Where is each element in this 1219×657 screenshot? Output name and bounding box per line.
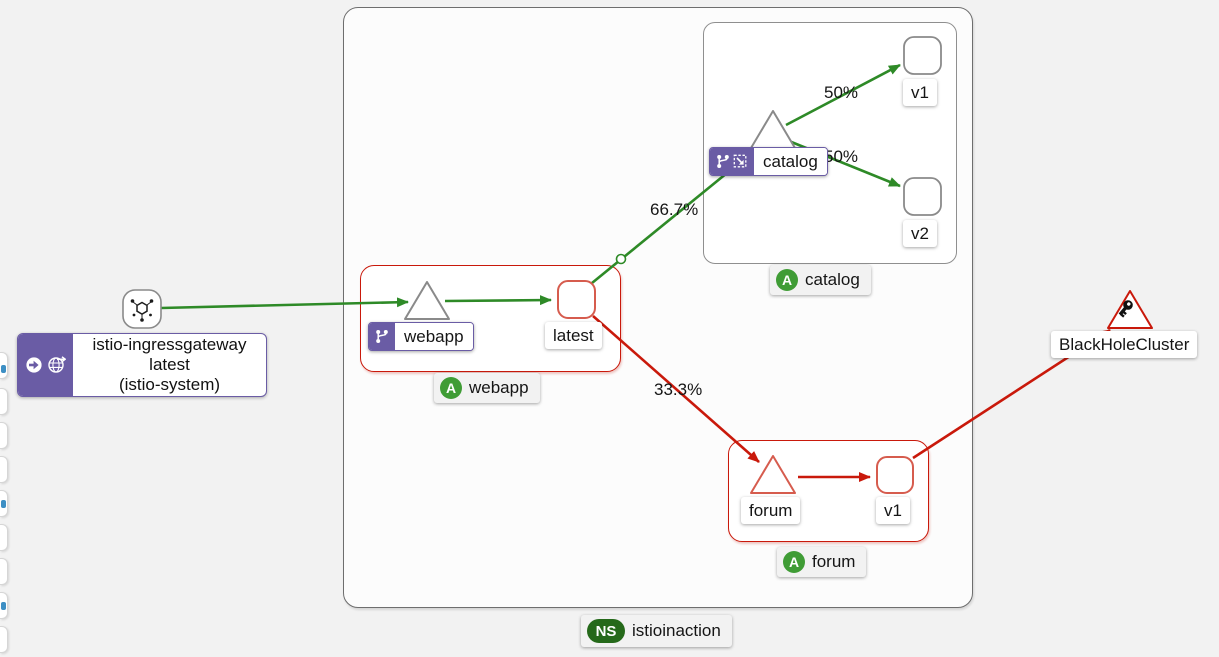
node-istio-ingressgateway[interactable]	[122, 289, 162, 329]
toolbar-button-partial[interactable]	[0, 388, 8, 415]
namespace-label[interactable]: NS istioinaction	[581, 615, 732, 647]
group-label-text: catalog	[805, 270, 860, 289]
toolbar-button-partial[interactable]	[0, 558, 8, 585]
node-label-catalog-v2[interactable]: v2	[903, 220, 937, 248]
node-label-forum-v1[interactable]: v1	[876, 497, 910, 525]
gateway-name: istio-ingressgateway	[92, 335, 247, 354]
webapp-badge-section	[369, 323, 395, 351]
group-label-text: webapp	[469, 378, 529, 397]
gateway-namespace: (istio-system)	[118, 375, 221, 394]
edge-webapp-to-latest[interactable]	[444, 295, 552, 306]
edge-latest-to-forum[interactable]	[592, 315, 760, 463]
gateway-globe-icon	[48, 356, 66, 373]
mesh-node-icon	[130, 299, 154, 322]
application-badge: A	[783, 551, 805, 573]
toolbar-button-partial[interactable]	[0, 422, 8, 449]
toolbar-button-partial[interactable]	[0, 524, 8, 551]
node-label-blackholecluster[interactable]: BlackHoleCluster	[1051, 331, 1198, 359]
edge-catalog-to-v1[interactable]	[785, 63, 901, 127]
application-badge: A	[776, 269, 798, 291]
node-webapp-triangle[interactable]	[404, 281, 450, 320]
namespace-badge: NS	[587, 619, 625, 643]
node-label-webapp[interactable]: webapp	[368, 322, 474, 352]
gateway-label-text: istio-ingressgateway latest (istio-syste…	[73, 334, 266, 396]
edge-waypoint-dot	[615, 253, 627, 265]
edge-catalog-to-v2[interactable]	[783, 137, 901, 188]
group-label-catalog[interactable]: A catalog	[770, 265, 871, 295]
toolbar-button-partial[interactable]	[0, 626, 8, 653]
node-blackholecluster-triangle[interactable]	[1107, 290, 1153, 329]
gateway-badges	[18, 334, 73, 396]
node-label-catalog-v1[interactable]: v1	[903, 79, 937, 107]
group-label-webapp[interactable]: A webapp	[434, 373, 540, 403]
toolbar-button-partial[interactable]	[0, 490, 8, 517]
key-icon	[1118, 300, 1133, 318]
root-arrow-icon	[26, 357, 42, 373]
node-label-forum[interactable]: forum	[741, 497, 801, 525]
edge-label-50-v2: 50%	[824, 147, 859, 166]
node-latest-square[interactable]	[557, 280, 596, 319]
catalog-badge-section	[710, 148, 754, 176]
toolbar-button-partial[interactable]	[0, 456, 8, 483]
node-label-catalog[interactable]: catalog	[709, 147, 828, 177]
toolbar-button-partial[interactable]	[0, 592, 8, 619]
node-catalog-v2-square[interactable]	[903, 177, 942, 216]
edge-gateway-to-webapp[interactable]	[160, 297, 409, 310]
node-label-text: catalog	[754, 148, 827, 176]
group-label-text: forum	[812, 552, 856, 571]
virtual-service-icon	[376, 330, 388, 344]
group-label-forum[interactable]: A forum	[777, 547, 867, 577]
application-badge: A	[440, 377, 462, 399]
node-label-text: webapp	[395, 323, 473, 351]
node-catalog-v1-square[interactable]	[903, 36, 942, 75]
virtual-service-icon	[717, 155, 729, 169]
edge-label-50-v1: 50%	[824, 83, 859, 102]
node-label-latest[interactable]: latest	[545, 322, 602, 350]
mirroring-icon	[733, 154, 747, 168]
node-forum-v1-square[interactable]	[876, 456, 914, 494]
node-forum-triangle[interactable]	[750, 455, 796, 494]
edge-label-33.3: 33.3%	[654, 380, 703, 399]
node-catalog-triangle[interactable]	[750, 110, 796, 149]
namespace-name: istioinaction	[632, 621, 721, 640]
toolbar-button-partial[interactable]	[0, 352, 8, 379]
node-label-istio-ingressgateway[interactable]: istio-ingressgateway latest (istio-syste…	[17, 333, 267, 397]
gateway-version: latest	[149, 355, 190, 374]
edge-label-66.7: 66.7%	[650, 200, 699, 219]
